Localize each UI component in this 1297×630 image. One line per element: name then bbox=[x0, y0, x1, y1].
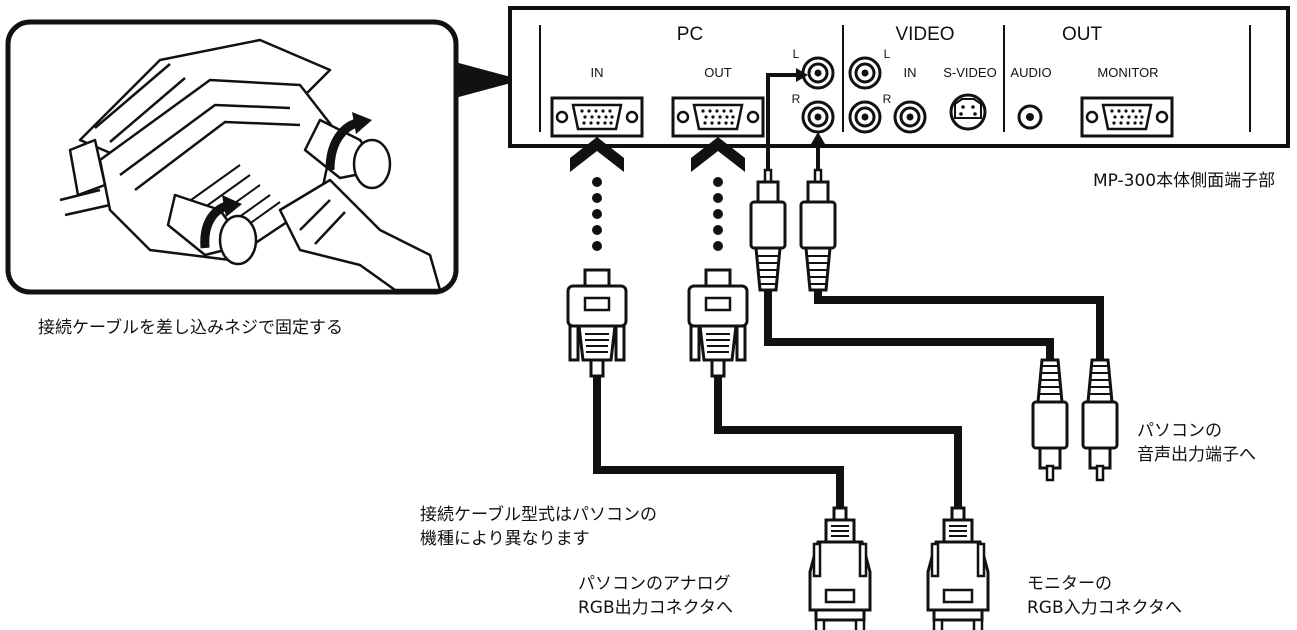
vga-plug-pc-in bbox=[566, 268, 628, 378]
audio-out-note-line1: パソコンの bbox=[1137, 421, 1222, 441]
group-label-video: VIDEO bbox=[895, 24, 954, 45]
terminal-panel: PC VIDEO OUT IN OUT L R L R IN S-VIDEO A… bbox=[508, 6, 1290, 148]
port-label-video-r: R bbox=[883, 92, 892, 106]
audio-out-note: パソコンの 音声出力端子へ bbox=[1137, 419, 1256, 467]
port-label-video-in: IN bbox=[904, 65, 917, 80]
port-label-audio: AUDIO bbox=[1010, 65, 1051, 80]
cables bbox=[593, 280, 1104, 550]
audio-l-jack bbox=[801, 56, 835, 90]
audio-r-jack bbox=[801, 100, 835, 134]
audio-cable-l bbox=[764, 280, 1054, 362]
port-label-audio-r: R bbox=[792, 92, 801, 106]
pc-rgb-note-line1: パソコンのアナログ bbox=[578, 574, 731, 594]
magnified-connector-illustration bbox=[59, 38, 442, 292]
panel-caption: MP-300本体側面端子部 bbox=[1093, 171, 1276, 191]
group-label-out: OUT bbox=[1062, 24, 1103, 45]
video-in-jack bbox=[893, 100, 927, 134]
port-label-video-l: L bbox=[884, 47, 891, 61]
inset-callout bbox=[5, 19, 522, 295]
monitor-rgb-note-line2: RGB入力コネクタへ bbox=[1027, 598, 1182, 618]
cable-type-note-line2: 機種により異なります bbox=[420, 529, 590, 549]
port-label-in: IN bbox=[591, 65, 604, 80]
monitor-rgb-note: モニターの RGB入力コネクタへ bbox=[1027, 572, 1182, 620]
monitor-rgb-note-line1: モニターの bbox=[1027, 574, 1112, 594]
vga-plug-pc-rgb-out bbox=[808, 506, 872, 630]
pc-rgb-note: パソコンのアナログ RGB出力コネクタへ bbox=[578, 572, 733, 620]
inset-caption: 接続ケーブルを差し込みネジで固定する bbox=[38, 318, 343, 338]
svideo-port bbox=[949, 93, 987, 131]
pc-rgb-note-line2: RGB出力コネクタへ bbox=[578, 598, 733, 618]
cable-type-note-line1: 接続ケーブル型式はパソコンの bbox=[420, 505, 657, 525]
cable-type-note: 接続ケーブル型式はパソコンの 機種により異なります bbox=[420, 503, 657, 551]
monitor-rgb-cable bbox=[714, 340, 962, 550]
rca-plug-panel-l bbox=[749, 168, 787, 292]
pc-out-port bbox=[671, 96, 765, 138]
rca-plug-panel-r bbox=[799, 168, 837, 292]
audio-cable-r bbox=[814, 280, 1104, 362]
vga-plug-pc-out bbox=[687, 268, 749, 378]
insertion-indicators bbox=[570, 137, 745, 251]
video-l-jack bbox=[848, 56, 882, 90]
port-label-out: OUT bbox=[704, 65, 732, 80]
rca-plug-pc-l bbox=[1031, 358, 1069, 482]
pc-in-port bbox=[550, 96, 644, 138]
port-label-monitor: MONITOR bbox=[1097, 65, 1158, 80]
port-label-audio-l: L bbox=[793, 47, 800, 61]
rca-plug-pc-r bbox=[1081, 358, 1119, 482]
video-r-jack bbox=[848, 100, 882, 134]
port-label-svideo: S-VIDEO bbox=[943, 65, 996, 80]
vga-plug-monitor-rgb-in bbox=[926, 506, 990, 630]
monitor-out-port bbox=[1080, 96, 1174, 138]
group-label-pc: PC bbox=[677, 24, 703, 45]
audio-out-jack bbox=[1017, 104, 1043, 130]
audio-out-note-line2: 音声出力端子へ bbox=[1137, 445, 1256, 465]
